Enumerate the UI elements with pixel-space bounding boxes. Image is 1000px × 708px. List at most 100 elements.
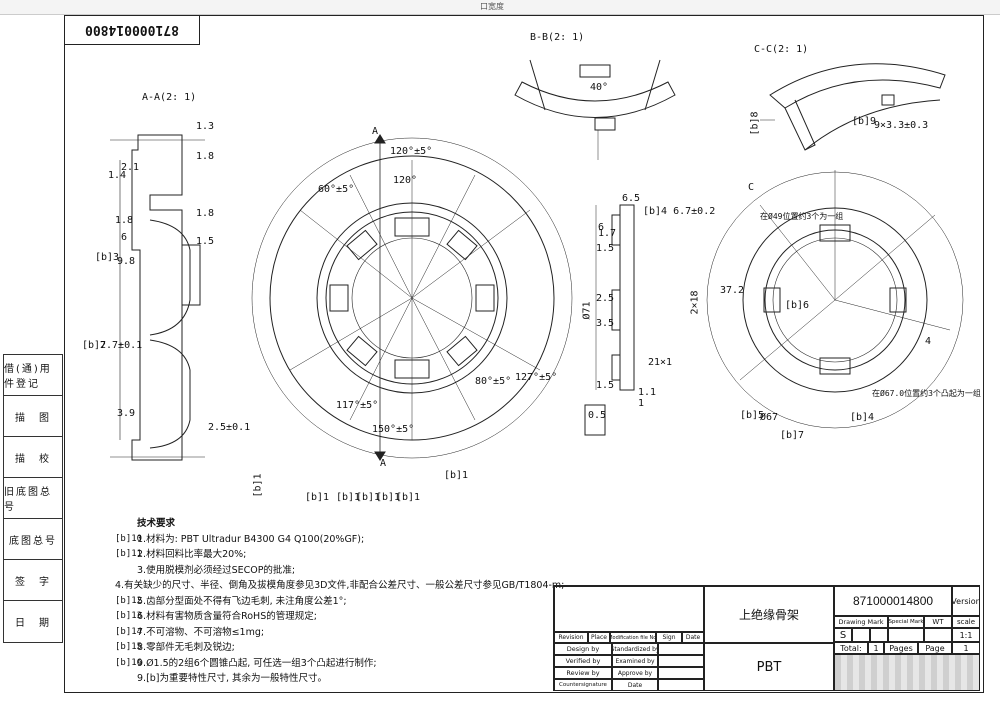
sign-right: Date: [612, 679, 658, 691]
mark-cell: [852, 628, 870, 642]
reg-cell: 旧底图总号: [4, 478, 62, 519]
reg-cell: 描 图: [4, 396, 62, 437]
dim-label: 37.2: [720, 285, 745, 296]
dim-label: 6: [598, 222, 605, 233]
dim-label: [b]5: [740, 410, 765, 421]
bflag-label: [b]1: [305, 492, 330, 503]
rev-header: Sign: [656, 632, 682, 643]
dim-label: 3.5: [596, 318, 615, 329]
dim-label: 6.5: [622, 193, 641, 204]
dim-label: 9×3.3±0.3: [874, 120, 929, 131]
scale-value: 1:1: [952, 628, 980, 642]
page-value: 1: [952, 642, 980, 654]
bflag-label: [b]1: [396, 492, 421, 503]
wt-value: [924, 628, 952, 642]
sign-left: Design by: [554, 643, 612, 655]
dim-label: 3.9: [117, 408, 136, 419]
side-view: [584, 204, 635, 436]
bflag-label: [b]1: [376, 492, 401, 503]
tab-label[interactable]: 口宽度: [480, 2, 504, 11]
dim-label: [b]4: [850, 412, 875, 423]
dim-label: 80°±5°: [475, 376, 512, 387]
bflag-label: [b]1: [336, 492, 361, 503]
dim-label: 1.3: [196, 121, 215, 132]
sign-value: [658, 679, 704, 691]
mark-cell: [870, 628, 888, 642]
dim-label: 0.5: [588, 410, 607, 421]
bflag-label: [b]1: [356, 492, 381, 503]
section-aa-label: A-A(2: 1): [142, 92, 197, 103]
right-circular-view: [706, 170, 964, 429]
dim-label: 1.4: [108, 170, 127, 181]
bflag-label: [b]1: [252, 473, 264, 498]
revision-grid: [554, 586, 704, 632]
sign-left: Review by: [554, 667, 612, 679]
drawing-mark-label: Drawing Mark: [834, 616, 888, 628]
dim-label: 127°±5°: [515, 372, 558, 383]
note-row: 3.使用脱模剂必须经过SECOP的批准;: [137, 564, 296, 576]
sign-value: [658, 655, 704, 667]
sign-value: [658, 643, 704, 655]
pages-label: Pages: [884, 642, 918, 654]
sign-right: Standardized by: [612, 643, 658, 655]
dim-label: 9.8: [117, 256, 136, 267]
dim-label: 1.8: [115, 215, 134, 226]
mark-cell: [888, 628, 924, 642]
section-cc-label: C-C(2: 1): [754, 44, 809, 55]
section-a-marker: A: [372, 126, 379, 137]
special-mark-label: Special Mark: [888, 616, 924, 628]
reg-cell: 底图总号: [4, 519, 62, 560]
dim-label: 1.7: [598, 228, 617, 239]
dim-label: 2.5: [596, 293, 615, 304]
dim-label: 117°±5°: [336, 400, 379, 411]
dim-label: [b]7: [780, 430, 805, 441]
scale-label: scale: [952, 616, 980, 628]
dim-label: 1.5: [196, 236, 215, 247]
notes-title: 技术要求: [137, 518, 176, 529]
dim-label: 1.5: [596, 380, 615, 391]
dim-label: 7.7±0.1: [100, 340, 143, 351]
reg-cell: 日 期: [15, 618, 51, 629]
dim-label: 4: [925, 336, 932, 347]
note-row: 9.[b]为重要特性尺寸, 其余为一般特性尺寸。: [137, 673, 328, 684]
total-value: 1: [868, 642, 884, 654]
dim-label: 1.8: [196, 151, 215, 162]
material-name: PBT: [704, 643, 834, 691]
window-top-bar: 口宽度: [0, 0, 1000, 15]
dim-label: [b]4 6.7±0.2: [643, 206, 716, 217]
drawing-frame: [64, 15, 984, 693]
title-block: Revision Place Modification file No. Sig…: [553, 585, 980, 691]
wt-label: WT: [924, 616, 952, 628]
rev-header: Modification file No.: [610, 632, 656, 643]
dim-label: 2.1: [121, 162, 140, 173]
dim-label: 1.5: [596, 243, 615, 254]
page-label: Page: [918, 642, 952, 654]
note-row: 4.有关缺少的尺寸、半径、倒角及拔模角度参见3D文件,非配合公差尺寸、一般公差尺…: [115, 580, 565, 591]
dim-label: 1.1: [638, 387, 657, 398]
dim-label: 120°: [393, 175, 418, 186]
main-circular-view: [251, 134, 573, 461]
cc-note: 在Ø49位置约3个为一组: [760, 212, 844, 221]
dim-label: Ø71: [581, 301, 593, 320]
section-c-marker: C: [748, 182, 755, 193]
dim-label: Ø67: [760, 412, 779, 423]
dim-label: 21×1: [648, 357, 673, 368]
sign-right: Examined by: [612, 655, 658, 667]
reg-cell: 签 字: [4, 560, 62, 601]
reg-cell: 描 校: [4, 437, 62, 478]
registration-column: 借(通)用件登记 描 图 描 校 旧底图总号 底图总号 签 字 日 期: [3, 354, 63, 643]
reg-cell: 借(通)用件登记: [4, 355, 62, 396]
dim-label: 60°±5°: [318, 184, 355, 195]
part-name: 上绝缘骨架: [704, 586, 834, 643]
section-bb-label: B-B(2: 1): [530, 32, 585, 43]
section-cc-view: [760, 63, 946, 151]
version-label: Version: [952, 586, 980, 616]
sign-left: Countersignature: [554, 679, 612, 691]
rev-header: Place: [588, 632, 610, 643]
cc-note: 在Ø67.0位置约3个凸起为一组: [872, 389, 981, 398]
